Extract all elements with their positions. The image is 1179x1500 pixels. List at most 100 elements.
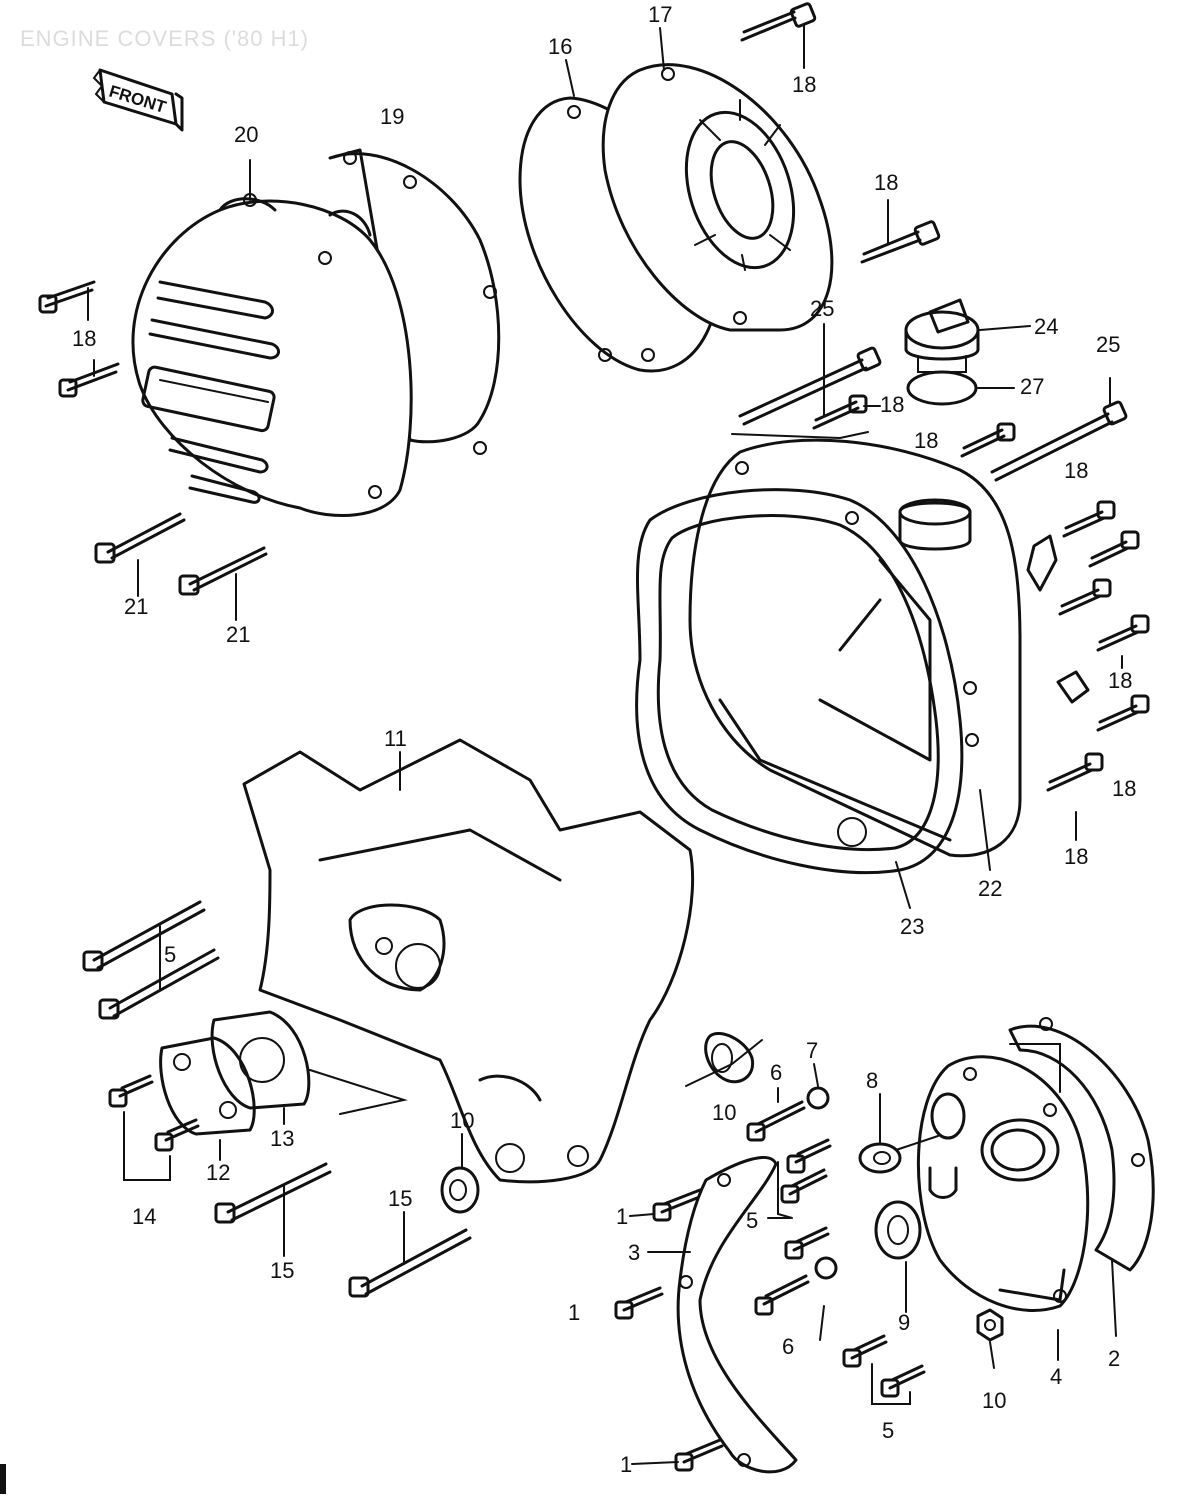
- callout-9: 9: [898, 1310, 910, 1335]
- bolt-5-long-b: [98, 948, 220, 1020]
- oil-filler-cap-24: [904, 298, 980, 373]
- callout-19: 19: [380, 104, 404, 129]
- callout-21: 21: [226, 622, 250, 647]
- callout-5: 5: [164, 942, 176, 967]
- callout-6: 6: [782, 1334, 794, 1359]
- callout-15: 15: [388, 1186, 412, 1211]
- bolt-1-a: [652, 1188, 704, 1222]
- callout-4: 4: [1050, 1364, 1062, 1389]
- callout-1: 1: [568, 1300, 580, 1325]
- callout-24: 24: [1034, 314, 1058, 339]
- callout-25: 25: [1096, 332, 1120, 357]
- callout-18: 18: [1112, 776, 1136, 801]
- bolt-18-left-a: [38, 280, 96, 314]
- callout-2: 2: [1108, 1346, 1120, 1371]
- callout-18: 18: [874, 170, 898, 195]
- cover-4: [916, 1043, 1090, 1312]
- callout-1: 1: [620, 1452, 632, 1477]
- front-direction-tag: FRONT: [92, 68, 184, 132]
- callout-22: 22: [978, 876, 1002, 901]
- cover-17: [601, 63, 834, 332]
- bolt-14-a: [108, 1074, 154, 1108]
- bolt-14-b: [154, 1118, 200, 1152]
- gasket-2: [1008, 1017, 1155, 1272]
- bolt-5-c: [784, 1226, 830, 1260]
- callout-23: 23: [900, 914, 924, 939]
- washer-6: [814, 1256, 838, 1280]
- gasket-13: [210, 1010, 311, 1110]
- callout-10: 10: [712, 1100, 736, 1125]
- o-ring-27: [906, 370, 978, 406]
- nut-10-right: [976, 1308, 1004, 1342]
- bolt-18-short-5: [1058, 578, 1112, 616]
- seal-10-lower: [440, 1166, 480, 1214]
- page-edge-mark: [0, 1464, 6, 1494]
- bolt-5-e: [880, 1364, 926, 1398]
- callout-15: 15: [270, 1258, 294, 1283]
- bolt-5-a: [786, 1138, 832, 1174]
- callout-18: 18: [1064, 844, 1088, 869]
- callout-7: 7: [806, 1038, 818, 1063]
- callout-18: 18: [1064, 458, 1088, 483]
- bolt-1-b: [614, 1286, 664, 1320]
- callout-25: 25: [810, 296, 834, 321]
- callout-20: 20: [234, 122, 258, 147]
- callout-10: 10: [982, 1388, 1006, 1413]
- callout-18: 18: [1108, 668, 1132, 693]
- bolt-5-d: [842, 1334, 888, 1368]
- bolt-18-top: [740, 2, 817, 42]
- callout-3: 3: [628, 1240, 640, 1265]
- clip-lower: [1056, 670, 1090, 704]
- bolt-6-upper: [746, 1100, 806, 1142]
- bolt-25-left: [738, 346, 882, 426]
- gasket-19: [328, 148, 501, 455]
- callout-10: 10: [450, 1108, 474, 1133]
- callout-18: 18: [792, 72, 816, 97]
- callout-8: 8: [866, 1068, 878, 1093]
- callout-18: 18: [914, 428, 938, 453]
- seal-9: [874, 1200, 922, 1260]
- callout-16: 16: [548, 34, 572, 59]
- bolt-5-b: [780, 1168, 828, 1204]
- leader-lines: [87, 23, 1123, 1465]
- callout-12: 12: [206, 1160, 230, 1185]
- diagram-title: ENGINE COVERS ('80 H1): [20, 26, 309, 51]
- callout-18: 18: [880, 392, 904, 417]
- bolt-21-b: [178, 546, 268, 596]
- bolt-18-mid: [860, 220, 941, 264]
- bolt-18-short-7: [1096, 694, 1150, 732]
- chain-guide-3: [676, 1156, 798, 1474]
- callout-14: 14: [132, 1204, 156, 1229]
- callout-13: 13: [270, 1126, 294, 1151]
- callout-18: 18: [72, 326, 96, 351]
- callout-11: 11: [384, 726, 407, 751]
- plate-12: [159, 1036, 256, 1136]
- bolt-5-long-a: [82, 900, 206, 972]
- generator-cover-20: [131, 193, 413, 517]
- bolt-18-short-8: [1046, 752, 1104, 792]
- washer-7: [806, 1086, 830, 1110]
- callout-6: 6: [770, 1060, 782, 1085]
- bearing-10-upper: [704, 1032, 755, 1084]
- callout-5: 5: [882, 1418, 894, 1443]
- bolt-1-c: [674, 1438, 724, 1472]
- bolt-18-short-4: [1088, 530, 1140, 568]
- callout-labels: 17 18 16 20 19 18 18 25 24 25 18 27 18 1…: [72, 2, 1136, 1477]
- bolt-18-short-3: [1062, 500, 1116, 538]
- sprocket-cover-11: [242, 738, 695, 1184]
- callout-21: 21: [124, 594, 148, 619]
- seal-8: [858, 1142, 902, 1174]
- clip-upper: [1026, 534, 1058, 592]
- bolt-21-a: [94, 512, 186, 564]
- bolt-18-short-1: [812, 394, 868, 430]
- bolt-6-lower: [754, 1274, 810, 1316]
- bolt-15-a: [214, 1162, 332, 1224]
- bolt-18-left-b: [58, 362, 120, 398]
- callout-27: 27: [1020, 374, 1044, 399]
- bolt-18-short-2: [960, 422, 1016, 458]
- callout-1: 1: [616, 1204, 628, 1229]
- bolt-25-right: [990, 400, 1128, 482]
- bolt-18-short-6: [1096, 614, 1150, 652]
